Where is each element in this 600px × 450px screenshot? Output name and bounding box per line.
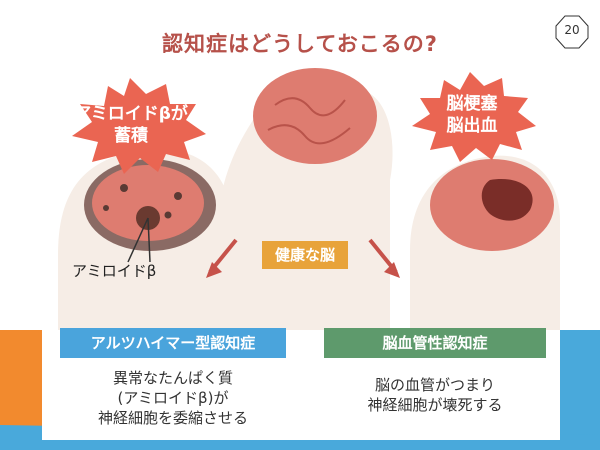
burst-right-label: 脳梗塞 脳出血 — [446, 94, 498, 136]
center-head — [219, 68, 393, 330]
page-number-badge: 20 — [554, 14, 590, 50]
arrow-left — [206, 238, 238, 278]
healthy-brain-label: 健康な脳 — [262, 241, 348, 269]
right-head — [410, 155, 560, 330]
arrow-right — [368, 238, 400, 278]
left-brain — [92, 165, 204, 241]
hexagon-icon — [555, 15, 589, 49]
burst-left-label: アミロイドβが 蓄積 — [74, 104, 188, 146]
blue-band-right — [560, 330, 600, 450]
page-number: 20 — [564, 23, 580, 37]
amyloid-beta-label: アミロイドβ — [72, 262, 157, 280]
alzheimer-type-tag: アルツハイマー型認知症 — [60, 328, 286, 358]
orange-band — [0, 330, 42, 450]
burst-left — [72, 78, 206, 174]
alzheimer-description: 異常なたんぱく質 (アミロイドβ)が 神経細胞を委縮させる — [97, 369, 248, 427]
left-head — [58, 148, 232, 330]
slide-title: 認知症はどうしておこるの? — [162, 32, 438, 56]
vascular-type-tag: 脳血管性認知症 — [324, 328, 546, 358]
infarct-area — [481, 179, 533, 221]
vascular-description: 脳の血管がつまり 神経細胞が壊死する — [367, 376, 503, 414]
center-brain — [253, 68, 377, 164]
burst-right — [412, 72, 536, 162]
